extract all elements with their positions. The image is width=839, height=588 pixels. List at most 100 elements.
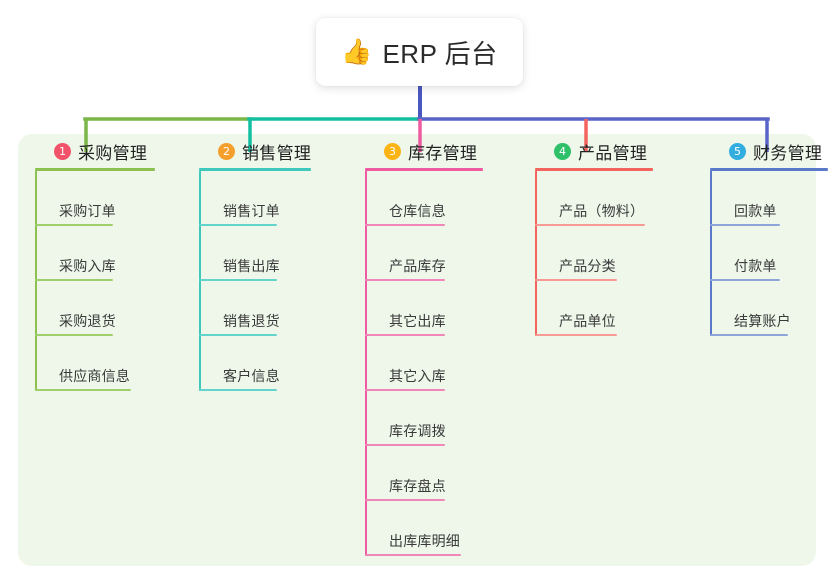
leaf-rule [365,444,445,446]
leaf-rule [35,279,113,281]
leaf-label: 结算账户 [734,313,791,329]
branch-spine-5 [710,171,712,336]
branch-columns: 1 采购管理 采购订单 采购入库 采购退货 供应商信 [18,134,828,566]
leaf-rule [535,224,645,226]
leaf-label: 产品（物料） [559,203,645,219]
leaf-rule [710,334,788,336]
leaf-label: 出库库明细 [389,533,460,549]
branch-items-3: 仓库信息 产品库存 其它出库 其它入库 库存调拨 [365,171,532,556]
leaf-node[interactable]: 产品库存 [365,226,532,281]
branch-header-3[interactable]: 3 库存管理 [362,134,532,168]
leaf-rule [199,334,277,336]
leaf-label: 产品库存 [389,258,446,274]
leaf-label: 其它入库 [389,368,446,384]
root-node-content: 👍 ERP 后台 [341,34,497,71]
leaf-node[interactable]: 仓库信息 [365,171,532,226]
branch-header-1[interactable]: 1 采购管理 [32,134,197,168]
leaf-rule [365,224,445,226]
leaf-label: 仓库信息 [389,203,446,219]
leaf-node[interactable]: 产品分类 [535,226,707,281]
leaf-label: 回款单 [734,203,777,219]
leaf-label: 产品单位 [559,313,616,329]
branch-header-5[interactable]: 5 财务管理 [707,134,839,168]
branch-column-5: 5 财务管理 回款单 付款单 结算账户 [707,134,839,336]
leaf-rule [365,554,461,556]
leaf-rule [535,334,617,336]
leaf-rule [199,279,277,281]
branch-badge-5: 5 [729,142,746,160]
branch-items-1: 采购订单 采购入库 采购退货 供应商信息 [35,171,197,391]
leaf-rule [535,279,617,281]
thumbs-up-icon: 👍 [341,37,373,66]
branch-rule-4 [535,168,653,171]
leaf-rule [365,499,445,501]
leaf-node[interactable]: 回款单 [710,171,839,226]
leaf-node[interactable]: 采购入库 [35,226,197,281]
leaf-node[interactable]: 库存盘点 [365,446,532,501]
leaf-node[interactable]: 采购订单 [35,171,197,226]
branch-items-4: 产品（物料） 产品分类 产品单位 [535,171,707,336]
branches-panel [18,134,816,566]
leaf-rule [35,389,131,391]
branch-spine-4 [535,171,537,336]
leaf-rule [710,279,780,281]
branch-header-4[interactable]: 4 产品管理 [532,134,707,168]
leaf-node[interactable]: 其它入库 [365,336,532,391]
branch-badge-3: 3 [384,142,401,160]
leaf-node[interactable]: 供应商信息 [35,336,197,391]
branch-badge-2: 2 [218,142,235,160]
leaf-node[interactable]: 库存调拨 [365,391,532,446]
leaf-node[interactable]: 其它出库 [365,281,532,336]
branch-title-2: 销售管理 [242,143,312,163]
root-node-card[interactable]: 👍 ERP 后台 [316,18,523,86]
branch-column-1: 1 采购管理 采购订单 采购入库 采购退货 供应商信 [32,134,197,391]
leaf-label: 库存调拨 [389,423,446,439]
leaf-rule [365,334,445,336]
branch-header-2[interactable]: 2 销售管理 [196,134,361,168]
leaf-node[interactable]: 销售订单 [199,171,361,226]
branch-column-3: 3 库存管理 仓库信息 产品库存 其它出库 其它入库 [362,134,532,556]
leaf-rule [365,389,445,391]
branch-badge-4: 4 [554,142,571,160]
page-title: ERP 后台 [382,38,498,69]
branch-title-3: 库存管理 [408,143,478,163]
branch-title-4: 产品管理 [578,143,648,163]
leaf-label: 销售订单 [223,203,280,219]
branch-title-5: 财务管理 [753,143,823,163]
branch-column-2: 2 销售管理 销售订单 销售出库 销售退货 客户信息 [196,134,361,391]
branch-column-4: 4 产品管理 产品（物料） 产品分类 产品单位 [532,134,707,336]
branch-items-2: 销售订单 销售出库 销售退货 客户信息 [199,171,361,391]
leaf-node[interactable]: 销售退货 [199,281,361,336]
branch-spine-3 [365,171,367,556]
leaf-label: 采购退货 [59,313,116,329]
leaf-label: 采购订单 [59,203,116,219]
branch-items-5: 回款单 付款单 结算账户 [710,171,839,336]
leaf-node[interactable]: 出库库明细 [365,501,532,556]
leaf-node[interactable]: 产品（物料） [535,171,707,226]
branch-rule-2 [199,168,311,171]
leaf-node[interactable]: 付款单 [710,226,839,281]
leaf-rule [199,224,277,226]
branch-spine-2 [199,171,201,391]
branch-title-1: 采购管理 [78,143,148,163]
leaf-node[interactable]: 结算账户 [710,281,839,336]
leaf-label: 库存盘点 [389,478,446,494]
leaf-label: 付款单 [734,258,777,274]
leaf-label: 其它出库 [389,313,446,329]
leaf-label: 销售出库 [223,258,280,274]
branch-badge-1: 1 [54,142,71,160]
leaf-label: 供应商信息 [59,368,130,384]
leaf-label: 产品分类 [559,258,616,274]
leaf-label: 采购入库 [59,258,116,274]
leaf-node[interactable]: 产品单位 [535,281,707,336]
branch-spine-1 [35,171,37,391]
leaf-node[interactable]: 客户信息 [199,336,361,391]
leaf-node[interactable]: 采购退货 [35,281,197,336]
leaf-label: 客户信息 [223,368,280,384]
leaf-rule [199,389,277,391]
leaf-rule [710,224,780,226]
leaf-node[interactable]: 销售出库 [199,226,361,281]
leaf-rule [365,279,445,281]
branch-rule-1 [35,168,155,171]
